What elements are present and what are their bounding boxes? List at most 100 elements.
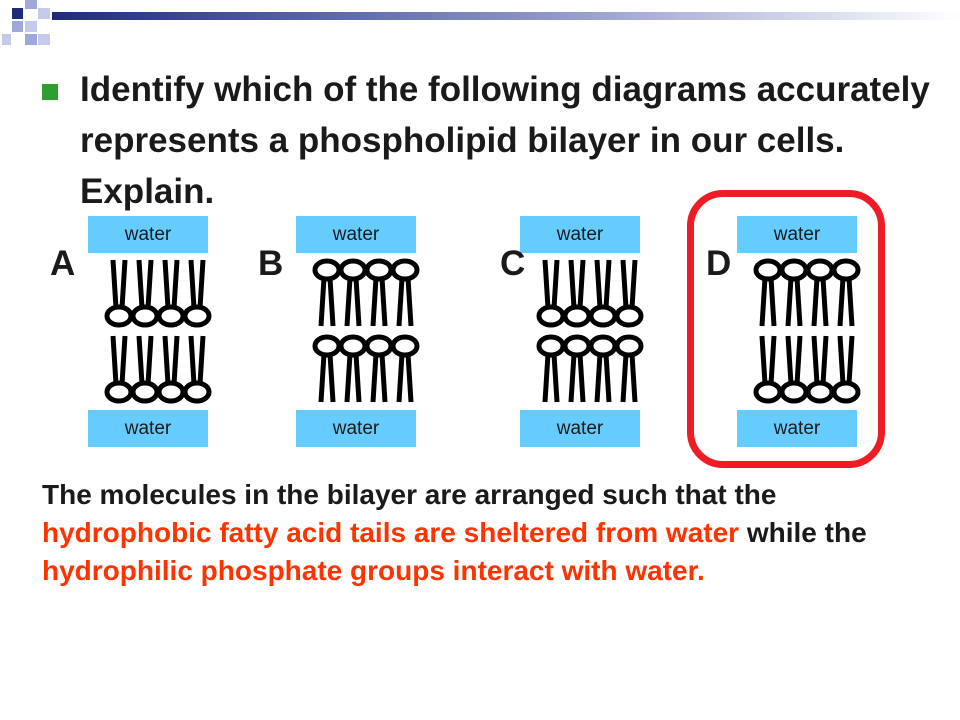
fatty-acid-tail <box>171 259 180 309</box>
phosphate-head <box>562 304 592 328</box>
phosphate-head <box>364 258 394 282</box>
fatty-acid-tail <box>344 277 353 327</box>
explanation-emphasis-2: h <box>42 555 60 586</box>
fatty-acid-tail <box>837 335 846 385</box>
fatty-acid-tail <box>785 335 794 385</box>
phospholipid <box>156 259 186 328</box>
fatty-acid-tail <box>794 277 803 327</box>
phospholipid <box>588 334 618 403</box>
fatty-acid-tail <box>405 353 414 403</box>
fatty-acid-tail <box>542 353 551 403</box>
phosphate-head <box>130 380 160 404</box>
fatty-acid-tail <box>145 335 154 385</box>
phosphate-head <box>831 380 861 404</box>
fatty-acid-tail <box>379 353 388 403</box>
fatty-acid-tail <box>136 335 145 385</box>
phospholipid <box>588 259 618 328</box>
fatty-acid-tail <box>811 277 820 327</box>
phosphate-head <box>390 334 420 358</box>
phospholipid <box>338 334 368 403</box>
phospholipid <box>562 334 592 403</box>
water-label-top: water <box>88 216 208 253</box>
fatty-acid-tail <box>629 353 638 403</box>
fatty-acid-tail <box>794 335 803 385</box>
fatty-acid-tail <box>577 259 586 309</box>
fatty-acid-tail <box>370 277 379 327</box>
question-text: Identify which of the following diagrams… <box>80 70 930 211</box>
phospholipid <box>831 258 861 327</box>
fatty-acid-tail <box>620 353 629 403</box>
fatty-acid-tail <box>197 259 206 309</box>
phosphate-head <box>312 334 342 358</box>
phosphate-head <box>588 334 618 358</box>
phospholipid <box>104 335 134 404</box>
fatty-acid-tail <box>145 259 154 309</box>
water-label-bottom: water <box>737 410 857 447</box>
phospholipid <box>130 259 160 328</box>
fatty-acid-tail <box>396 353 405 403</box>
fatty-acid-tail <box>811 335 820 385</box>
phospholipid <box>753 258 783 327</box>
fatty-acid-tail <box>594 353 603 403</box>
water-label-top: water <box>520 216 640 253</box>
fatty-acid-tail <box>846 277 855 327</box>
fatty-acid-tail <box>136 259 145 309</box>
explanation-part-3: while the <box>739 517 867 548</box>
fatty-acid-tail <box>759 335 768 385</box>
fatty-acid-tail <box>110 335 119 385</box>
fatty-acid-tail <box>370 353 379 403</box>
fatty-acid-tail <box>318 277 327 327</box>
phosphate-head <box>156 304 186 328</box>
phospholipid <box>312 258 342 327</box>
explanation-emphasis-3: ydrophilic phosphate groups interact wit… <box>59 555 705 586</box>
phospholipid <box>562 259 592 328</box>
phosphate-head <box>312 258 342 282</box>
fatty-acid-tail <box>327 353 336 403</box>
fatty-acid-tail <box>603 353 612 403</box>
phospholipid <box>536 334 566 403</box>
phosphate-head <box>390 258 420 282</box>
fatty-acid-tail <box>820 277 829 327</box>
bilayer-diagram-b <box>312 258 420 403</box>
fatty-acid-tail <box>837 277 846 327</box>
phosphate-head <box>182 304 212 328</box>
water-label-bottom: water <box>88 410 208 447</box>
phospholipid <box>753 335 783 404</box>
bilayer-diagram-d <box>753 258 861 404</box>
fatty-acid-tail <box>353 277 362 327</box>
phospholipid <box>104 259 134 328</box>
phospholipid <box>805 335 835 404</box>
corner-decoration <box>2 0 960 45</box>
fatty-acid-tail <box>353 353 362 403</box>
phosphate-head <box>182 380 212 404</box>
phosphate-head <box>614 334 644 358</box>
water-label-bottom: water <box>520 410 640 447</box>
fatty-acid-tail <box>119 259 128 309</box>
phospholipid <box>364 258 394 327</box>
fatty-acid-tail <box>551 259 560 309</box>
phosphate-head <box>156 380 186 404</box>
fatty-acid-tail <box>568 259 577 309</box>
fatty-acid-tail <box>768 335 777 385</box>
fatty-acid-tail <box>318 353 327 403</box>
fatty-acid-tail <box>162 259 171 309</box>
fatty-acid-tail <box>344 353 353 403</box>
fatty-acid-tail <box>551 353 560 403</box>
fatty-acid-tail <box>396 277 405 327</box>
phospholipid <box>390 258 420 327</box>
phosphate-head <box>536 334 566 358</box>
option-letter-c: C <box>500 244 526 283</box>
fatty-acid-tail <box>603 259 612 309</box>
fatty-acid-tail <box>594 259 603 309</box>
phospholipid <box>364 334 394 403</box>
fatty-acid-tail <box>119 335 128 385</box>
phosphate-head <box>130 304 160 328</box>
bilayer-diagram-a <box>104 259 212 404</box>
phosphate-head <box>588 304 618 328</box>
phospholipid <box>831 335 861 404</box>
phospholipid <box>614 259 644 328</box>
fatty-acid-tail <box>629 259 638 309</box>
fatty-acid-tail <box>327 277 336 327</box>
explanation-part-1: The molecules in the bilayer are arrange… <box>42 479 777 510</box>
